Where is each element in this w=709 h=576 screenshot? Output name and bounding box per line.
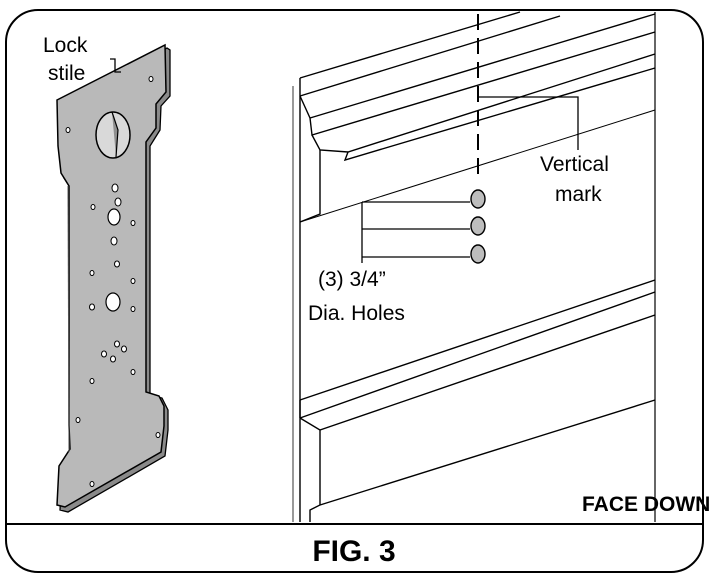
holes-leader [361, 201, 470, 263]
stile-hole [75, 417, 81, 423]
stile-face [56, 43, 167, 508]
lock-opening-hole [95, 111, 131, 159]
drill-hole-1 [470, 189, 486, 209]
stile-hole [121, 345, 127, 353]
stile-hole [114, 340, 120, 348]
holes-label-line1: (3) 3/4” [318, 268, 386, 291]
vertical-mark-label-line2: mark [555, 183, 602, 206]
lock-stile-plate [56, 43, 171, 513]
stile-hole [89, 378, 95, 384]
figure-caption: FIG. 3 [312, 535, 395, 568]
stile-hole [90, 204, 96, 210]
stile-hole [89, 481, 95, 487]
stile-hole [101, 350, 107, 358]
stile-hole [107, 208, 121, 226]
vertical-mark-leader [478, 96, 579, 150]
stile-hole [130, 220, 136, 226]
vertical-mark-label-line1: Vertical [540, 153, 609, 176]
stile-hole [114, 197, 122, 207]
lock-stile-label-line1: Lock [43, 34, 88, 57]
stile-hole [111, 183, 119, 193]
face-down-label: FACE DOWN [582, 493, 709, 516]
stile-hole [130, 306, 136, 312]
stile-hole [89, 303, 95, 311]
stile-hole [110, 355, 116, 363]
stile-hole [65, 127, 71, 133]
stile-hole [114, 260, 120, 268]
stile-hole [105, 292, 121, 312]
stile-hole [130, 278, 136, 284]
stile-hole [130, 369, 136, 375]
drill-hole-2 [470, 216, 486, 236]
holes-label-line2: Dia. Holes [308, 302, 405, 325]
stile-hole [155, 432, 161, 438]
outer-frame [5, 9, 704, 573]
stile-hole [148, 76, 154, 82]
stile-hole [89, 270, 95, 276]
drill-holes [470, 189, 486, 264]
lock-stile-leader [110, 58, 121, 73]
lock-stile-label-line2: stile [48, 62, 85, 85]
stile-hole [110, 236, 118, 246]
drill-hole-3 [470, 244, 486, 264]
